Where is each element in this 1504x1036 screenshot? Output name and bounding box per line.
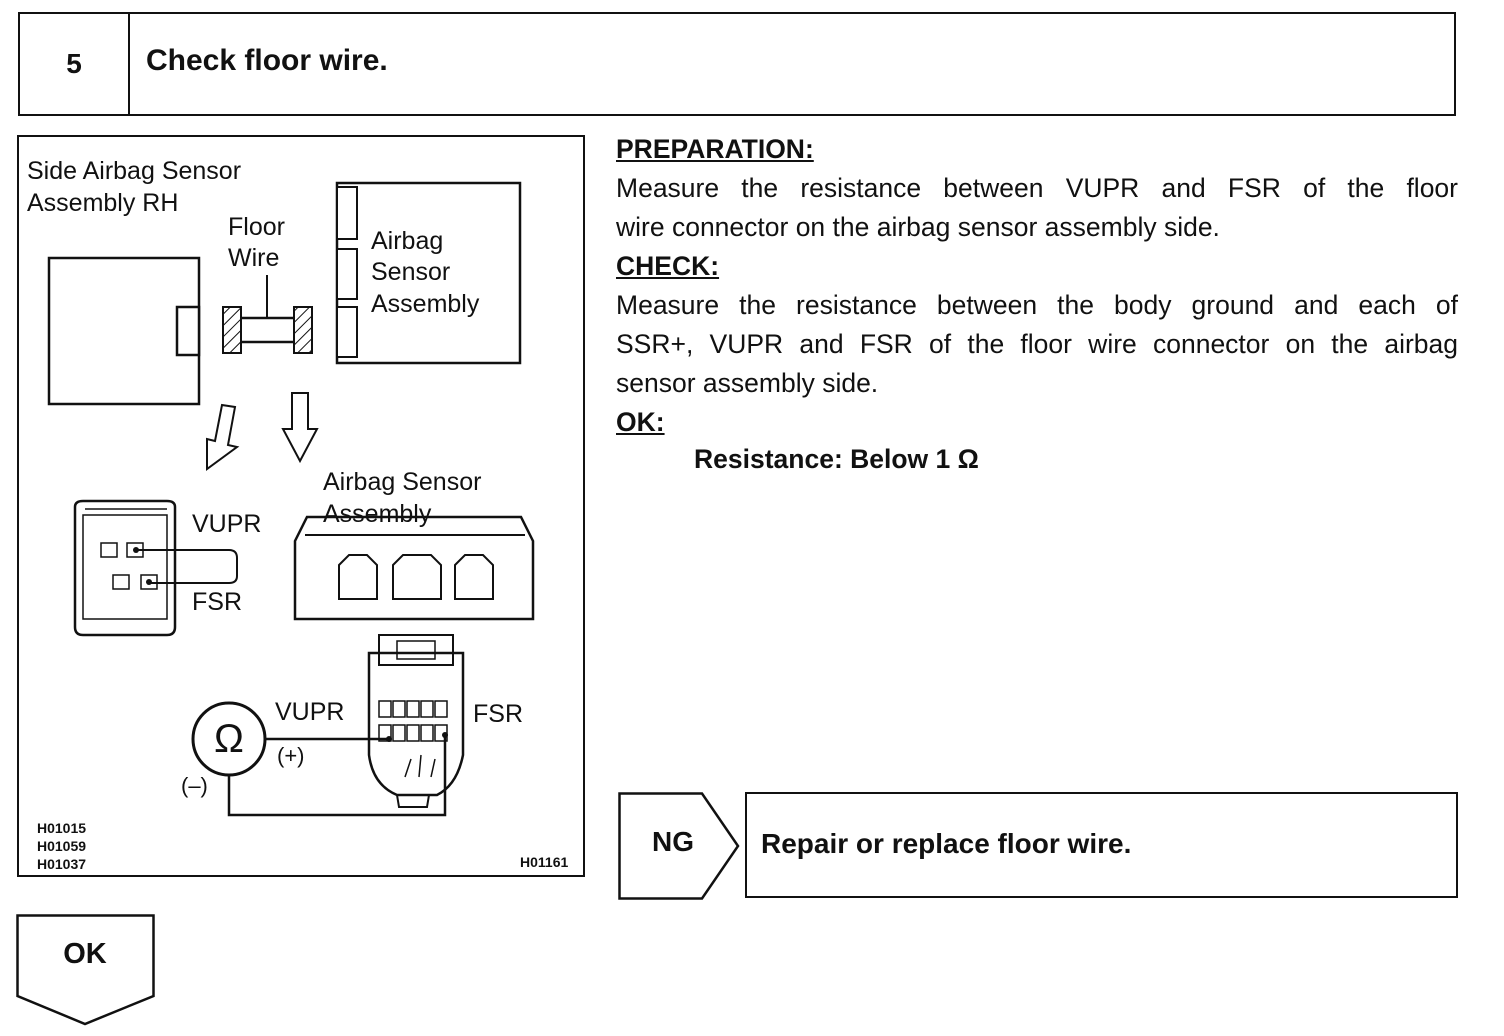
label-side-sensor-line1: Side Airbag Sensor xyxy=(27,157,241,185)
label-side-sensor-line2: Assembly RH xyxy=(27,189,178,217)
check-line-1: Measure the resistance between the body … xyxy=(616,290,1458,320)
preparation-line-2: wire connector on the airbag sensor asse… xyxy=(616,212,1220,242)
ohm-icon: Ω xyxy=(214,717,244,761)
ok-specification: Resistance: Below 1 Ω xyxy=(694,444,979,474)
floor-wire-connector-under-test xyxy=(367,651,465,797)
ref-code-2: H01059 xyxy=(37,838,86,854)
airbag-assembly-connector-face xyxy=(293,515,535,621)
label-airbag-sensor-line1: Airbag xyxy=(371,227,443,255)
label-airbag-sensor-line2: Sensor xyxy=(371,258,450,286)
ok-tag-icon xyxy=(16,914,155,1026)
ref-code-1: H01015 xyxy=(37,820,86,836)
label-airbag-sensor-line3: Assembly xyxy=(371,290,480,318)
ref-code-3: H01037 xyxy=(37,856,86,872)
side-sensor-port xyxy=(175,305,201,357)
step-title: Check floor wire. xyxy=(146,44,388,77)
label-airbag-assembly-line2: Assembly xyxy=(323,500,432,528)
wiring-diagram: Ω Side Airbag Sensor Assembly RH Floor W… xyxy=(27,157,568,872)
ng-result-box xyxy=(745,792,1458,898)
check-line-3: sensor assembly side. xyxy=(616,368,879,398)
ok-heading: OK: xyxy=(616,407,665,437)
step-number: 5 xyxy=(20,14,130,114)
side-sensor-connector-face xyxy=(73,499,177,637)
label-floor-wire-line2: Wire xyxy=(228,244,279,272)
check-line-2: SSR+, VUPR and FSR of the floor wire con… xyxy=(616,329,1458,359)
step-header xyxy=(18,12,1456,116)
ok-label: OK xyxy=(63,938,107,970)
label-floor-wire-line1: Floor xyxy=(228,213,285,241)
label-fsr-connector: FSR xyxy=(192,588,242,616)
arrow-down-icon xyxy=(281,392,319,464)
preparation-line-1: Measure the resistance between VUPR and … xyxy=(616,173,1458,203)
label-minus: (–) xyxy=(181,773,208,798)
label-meter-vupr: VUPR xyxy=(275,698,344,726)
label-airbag-assembly-line1: Airbag Sensor xyxy=(323,468,481,496)
label-vupr-connector: VUPR xyxy=(192,510,261,538)
floor-wire-connector-right xyxy=(293,306,313,354)
figure-code: H01161 xyxy=(520,854,568,870)
figure-frame xyxy=(17,135,585,877)
check-heading: CHECK: xyxy=(616,251,720,281)
floor-wire-connector-left xyxy=(222,306,242,354)
ng-action-text: Repair or replace floor wire. xyxy=(761,828,1132,859)
ng-tag-icon xyxy=(618,792,740,900)
probe-lead-negative xyxy=(227,735,447,817)
ng-label: NG xyxy=(652,826,694,857)
label-plus: (+) xyxy=(277,743,305,768)
preparation-heading: PREPARATION: xyxy=(616,134,814,164)
arrow-down-left-icon xyxy=(206,403,240,471)
label-meter-fsr: FSR xyxy=(473,700,523,728)
